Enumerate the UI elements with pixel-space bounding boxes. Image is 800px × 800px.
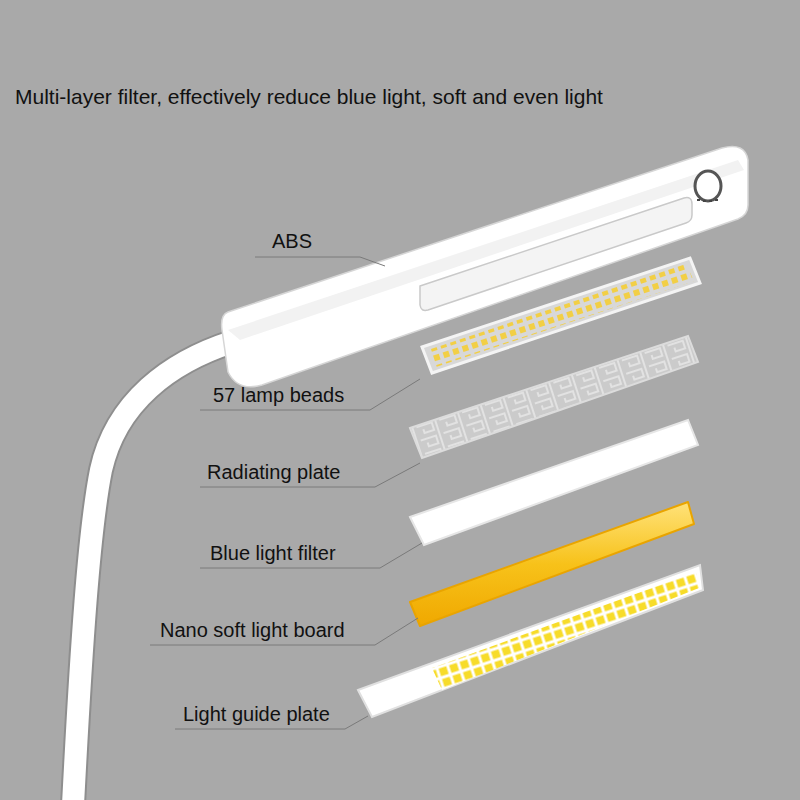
dial-ticks	[697, 200, 718, 201]
light-guide-grid	[432, 572, 699, 690]
gooseneck-outline	[73, 342, 232, 800]
dial	[695, 171, 721, 201]
part-label: Nano soft light board	[160, 619, 345, 642]
part-label: Light guide plate	[183, 703, 330, 726]
light-guide-plate	[358, 565, 703, 717]
part-label: 57 lamp beads	[213, 384, 344, 407]
part-label: ABS	[272, 230, 312, 253]
diagram-title: Multi-layer filter, effectively reduce b…	[15, 85, 603, 109]
part-label: Radiating plate	[207, 461, 340, 484]
head-edge	[228, 160, 744, 340]
part-label: Blue light filter	[210, 542, 336, 565]
leader-lines	[150, 257, 422, 729]
gooseneck	[73, 342, 232, 800]
